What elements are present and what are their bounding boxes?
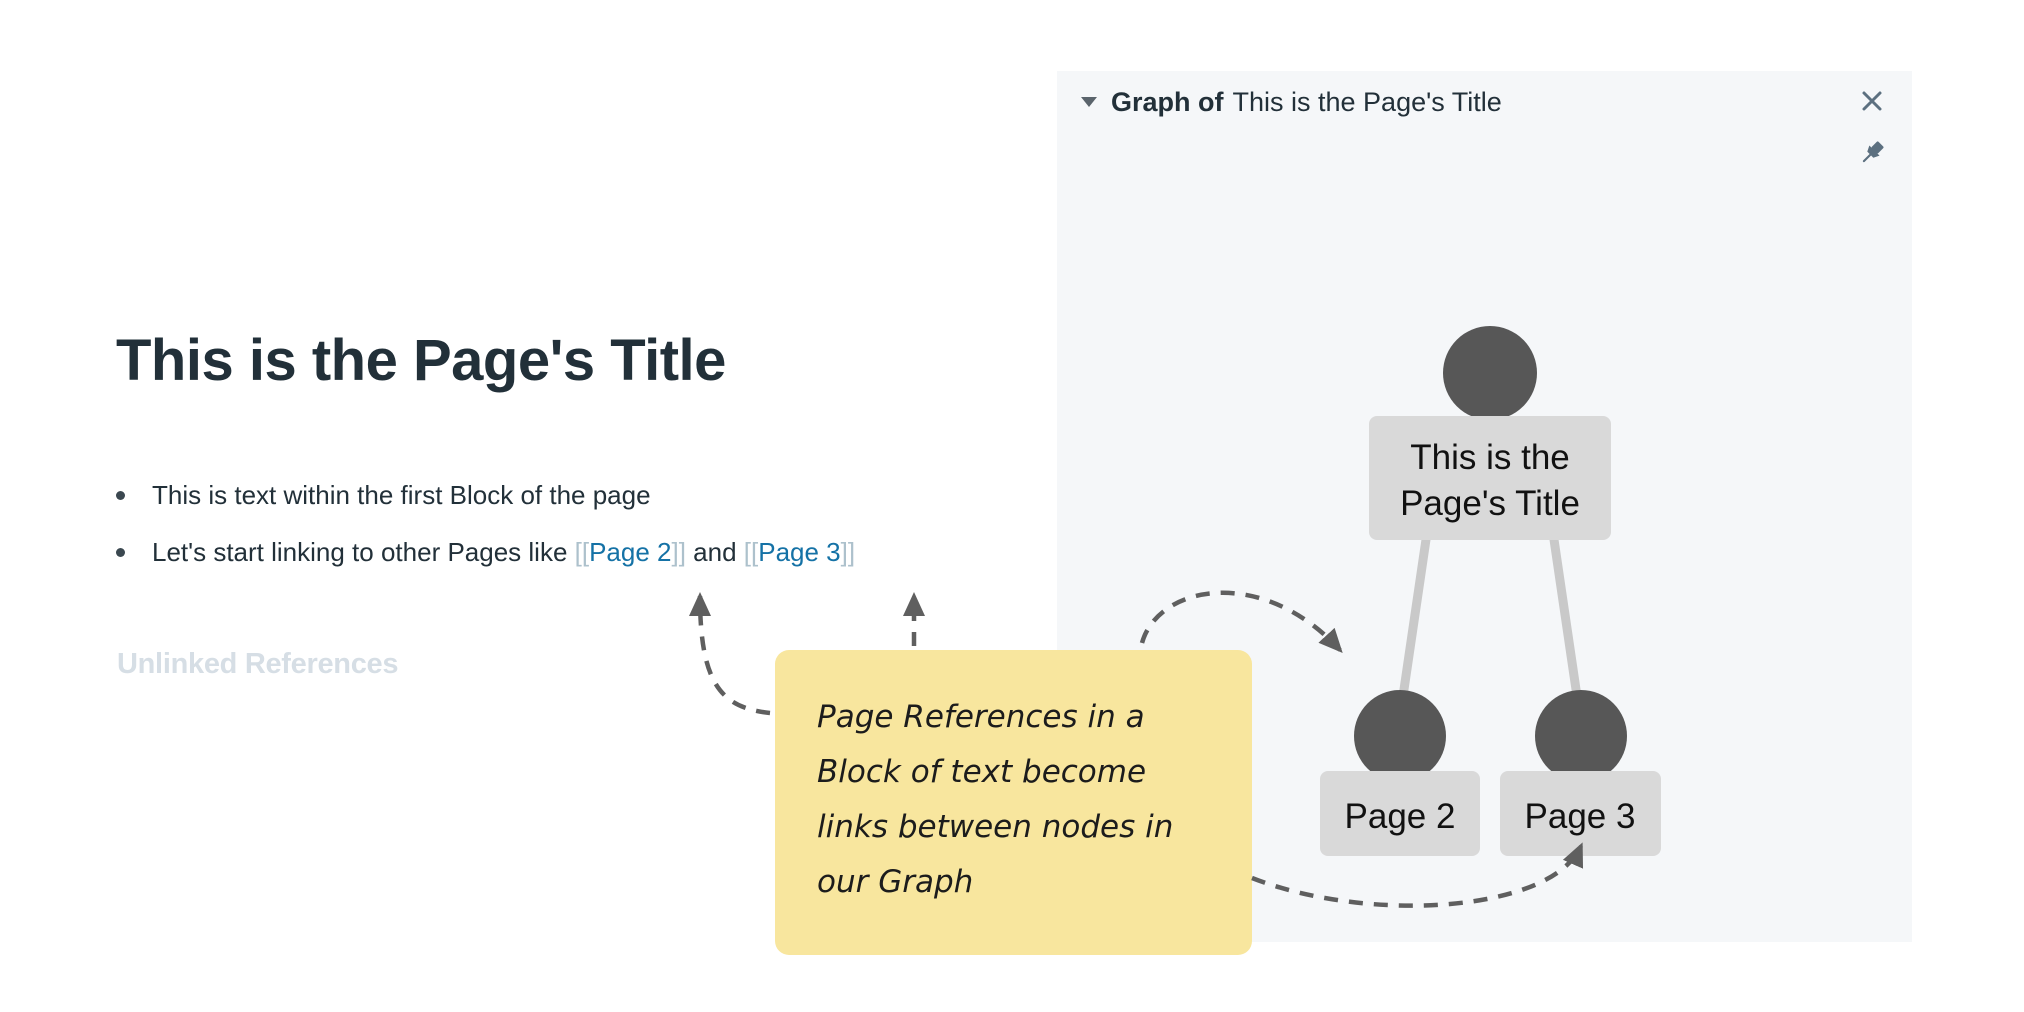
- annotation-line: our Graph: [817, 864, 974, 900]
- annotation-line: Page References in a: [817, 699, 1145, 735]
- arrow-to-page2-reference: [689, 592, 771, 716]
- page-reference-page-3[interactable]: Page 3: [758, 537, 841, 567]
- graph-node-label-page3[interactable]: [1500, 771, 1661, 856]
- collapse-caret-icon[interactable]: [1081, 97, 1097, 107]
- graph-node-label-root-line2[interactable]: Page's Title: [1400, 484, 1580, 523]
- graph-panel-title-bold: Graph of: [1111, 87, 1224, 117]
- graph-node-label-root[interactable]: [1369, 416, 1611, 540]
- graph-node-label-root-line1[interactable]: This is the: [1410, 438, 1570, 477]
- close-icon: [1862, 91, 1882, 111]
- bullet-dot: [116, 491, 125, 500]
- annotation-line: links between nodes in: [817, 809, 1174, 845]
- page-title: This is the Page's Title: [116, 328, 726, 393]
- page-ref-brackets-close: ]]: [840, 537, 856, 567]
- graph-node-label-page2[interactable]: [1320, 771, 1480, 856]
- graph-node-label-page3-text[interactable]: Page 3: [1525, 797, 1636, 836]
- block-text: Let's start linking to other Pages like …: [152, 537, 855, 568]
- annotation-sticky-note: Page References in a Block of text becom…: [775, 650, 1252, 955]
- annotation-line: Block of text become: [817, 754, 1147, 790]
- block-text-connector: and: [685, 537, 744, 567]
- graph-node-page2[interactable]: [1354, 690, 1446, 782]
- graph-node-root[interactable]: [1443, 326, 1537, 420]
- graph-canvas: This is the Page's Title Page 2 Page 3: [1320, 326, 1661, 856]
- unlinked-references-header[interactable]: Unlinked References: [117, 648, 399, 680]
- block-text: This is text within the first Block of t…: [152, 480, 651, 510]
- close-button[interactable]: [1856, 85, 1888, 117]
- page-ref-brackets-close: ]]: [671, 537, 686, 567]
- graph-edge-root-page3: [1547, 525, 1583, 704]
- page-ref-brackets-open: [[: [574, 537, 590, 567]
- graph-node-label-page2-text[interactable]: Page 2: [1345, 797, 1456, 836]
- graph-panel-header: Graph of This is the Page's Title: [1057, 71, 1912, 163]
- graph-panel-title-rest: This is the Page's Title: [1232, 87, 1502, 117]
- graph-panel-title: Graph of This is the Page's Title: [1111, 87, 1502, 118]
- page-reference-page-2[interactable]: Page 2: [589, 537, 672, 567]
- page-ref-brackets-open: [[: [743, 537, 759, 567]
- block-row: Let's start linking to other Pages like …: [116, 537, 855, 568]
- block-row: This is text within the first Block of t…: [116, 480, 651, 511]
- bullet-dot: [116, 548, 125, 557]
- block-text-prefix: Let's start linking to other Pages like: [152, 537, 575, 567]
- pin-button[interactable]: [1856, 137, 1888, 169]
- graph-edge-root-page2: [1397, 525, 1433, 704]
- pin-icon: [1862, 141, 1884, 163]
- graph-node-page3[interactable]: [1535, 690, 1627, 782]
